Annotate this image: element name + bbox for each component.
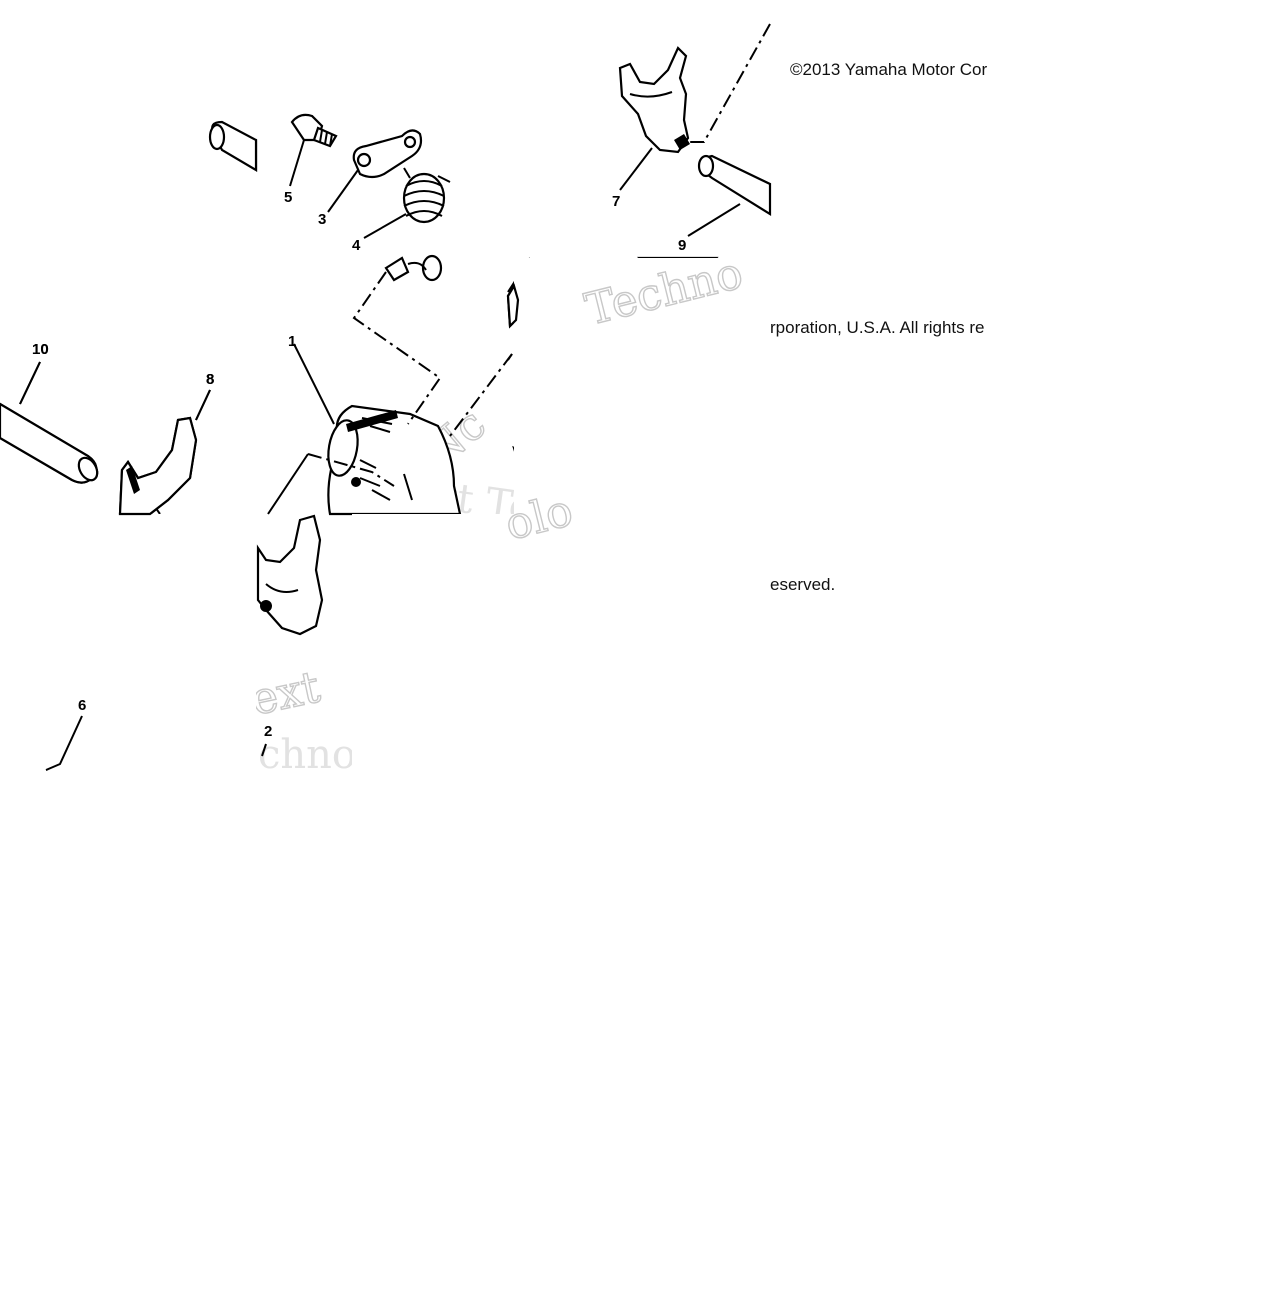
copyright-line-2: rporation, U.S.A. All rights re (770, 318, 985, 337)
stopper-lever-part-3 (352, 129, 423, 179)
callout-5: 5 (284, 189, 292, 206)
callout-1: 1 (288, 333, 296, 350)
copyright-line-3: eserved. (770, 575, 836, 594)
callout-8-overlay: 8 (206, 371, 214, 388)
shift-drum-part-1 (327, 404, 462, 516)
callout-3: 3 (318, 211, 326, 228)
callout-8: 8 (206, 371, 214, 388)
callout-10-overlay: 10 (32, 341, 49, 358)
callout-4: 4 (352, 237, 361, 254)
callout-9: 9 (678, 237, 686, 254)
pin-clip (384, 254, 443, 282)
copyright-line-1: ©2013 Yamaha Motor Cor (790, 60, 988, 79)
callout-7: 7 (612, 193, 620, 210)
callout-10: 10 (32, 341, 49, 358)
shift-fork-part-2 (256, 514, 324, 636)
callout-6-overlay: 6 (78, 697, 86, 714)
shaft-part-9 (697, 154, 772, 216)
bolt-part-5 (290, 113, 338, 148)
spring-part-4 (402, 167, 451, 224)
callout-2: 2 (264, 723, 272, 740)
watermark-ext: ext (247, 662, 325, 726)
shift-fork-part-7 (618, 46, 690, 154)
tile-masks (0, 0, 769, 774)
